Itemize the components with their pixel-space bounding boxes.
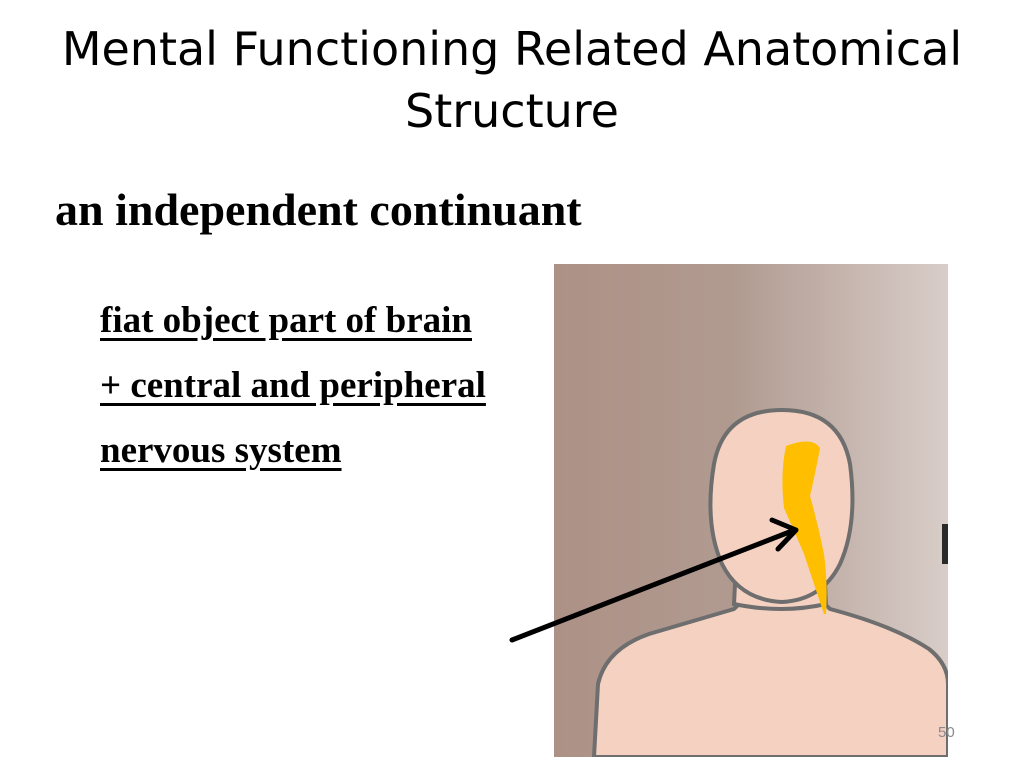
person-head-with-nervous-system-icon <box>554 264 948 757</box>
slide-subtitle: an independent continuant <box>55 184 582 235</box>
edge-mark <box>942 524 948 564</box>
definition-text: fiat object part of brain + central and … <box>100 300 486 471</box>
slide-title: Mental Functioning Related Anatomical St… <box>61 22 963 138</box>
anatomy-illustration <box>554 264 948 757</box>
page-number: 50 <box>938 724 955 741</box>
head-silhouette <box>708 407 855 605</box>
nervous-system-shape <box>782 441 827 614</box>
